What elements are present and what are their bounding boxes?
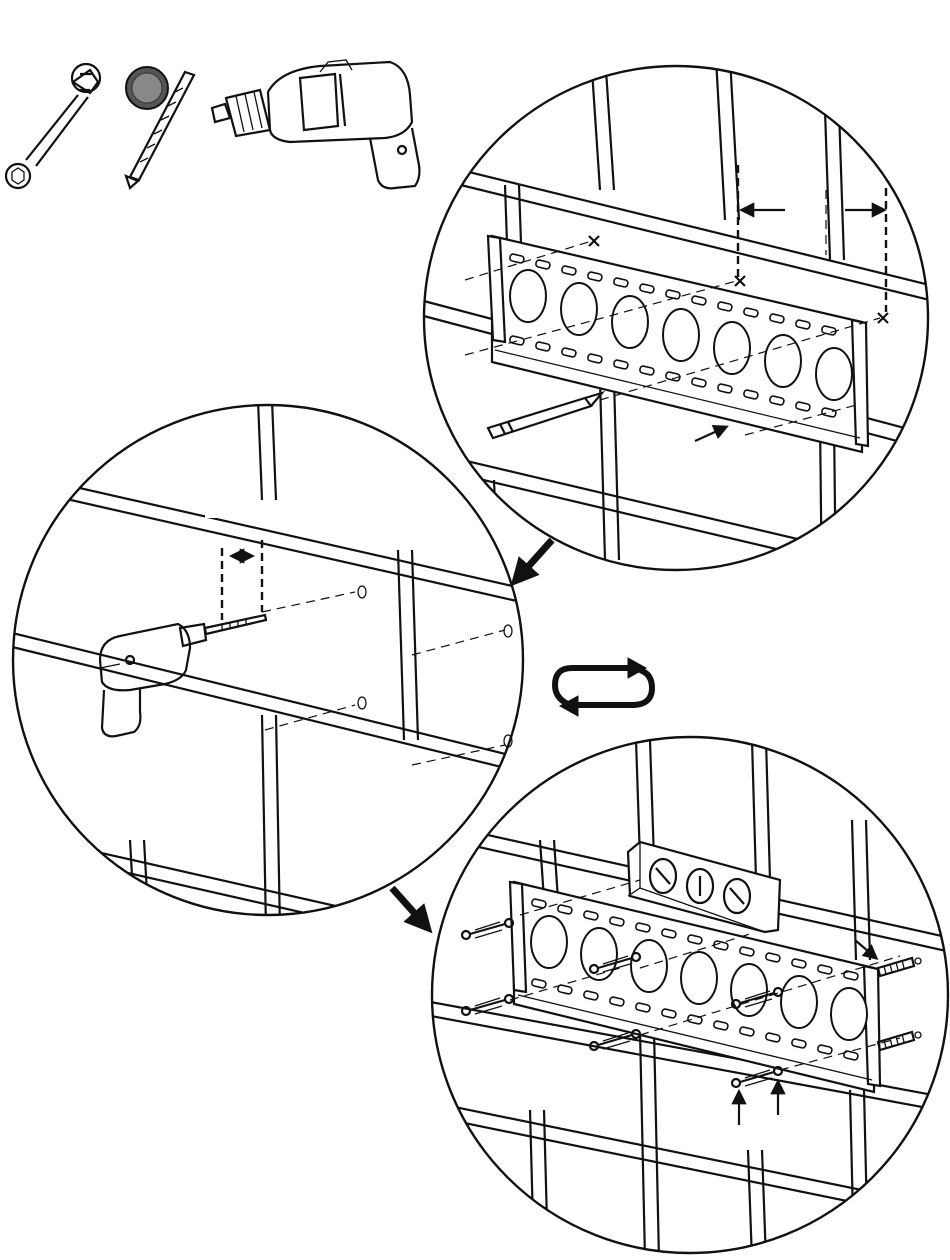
step-mark-circle [420, 40, 950, 600]
step-arrow-2 [392, 888, 425, 925]
step-drill-circle [0, 400, 530, 964]
power-drill-icon [212, 60, 419, 188]
repeat-arrows-icon [555, 658, 652, 716]
step-mount-circle [420, 737, 950, 1260]
tools-row [6, 60, 419, 188]
step-arrow-1 [518, 540, 552, 578]
wrench-icon [6, 64, 100, 188]
masonry-drill-bit-icon [126, 67, 194, 188]
